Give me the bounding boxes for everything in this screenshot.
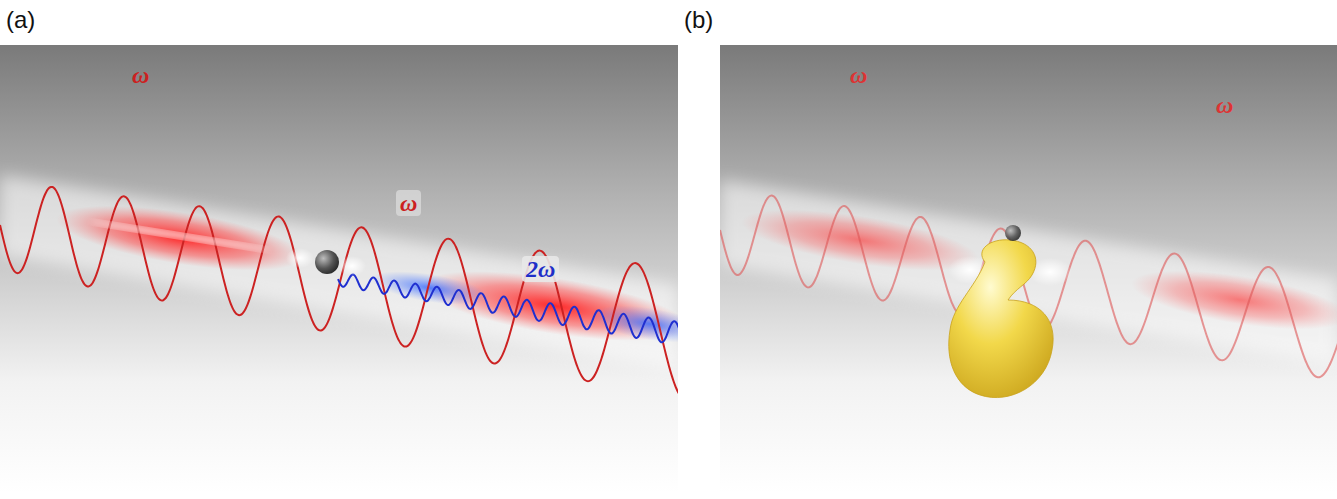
panel-label: (a) bbox=[6, 8, 35, 32]
fundamental-wave bbox=[0, 187, 678, 395]
harmonic-wave bbox=[338, 275, 678, 343]
gold-dimer bbox=[949, 240, 1053, 398]
frequency-label: ω bbox=[1212, 92, 1237, 118]
frequency-label: ω bbox=[128, 62, 153, 88]
frequency-label: 2ω bbox=[522, 256, 559, 282]
panel-label: (b) bbox=[684, 8, 713, 32]
panel-a bbox=[0, 45, 678, 493]
frequency-label: ω bbox=[846, 62, 871, 88]
panel-b bbox=[720, 45, 1337, 493]
frequency-label: ω bbox=[396, 190, 421, 216]
